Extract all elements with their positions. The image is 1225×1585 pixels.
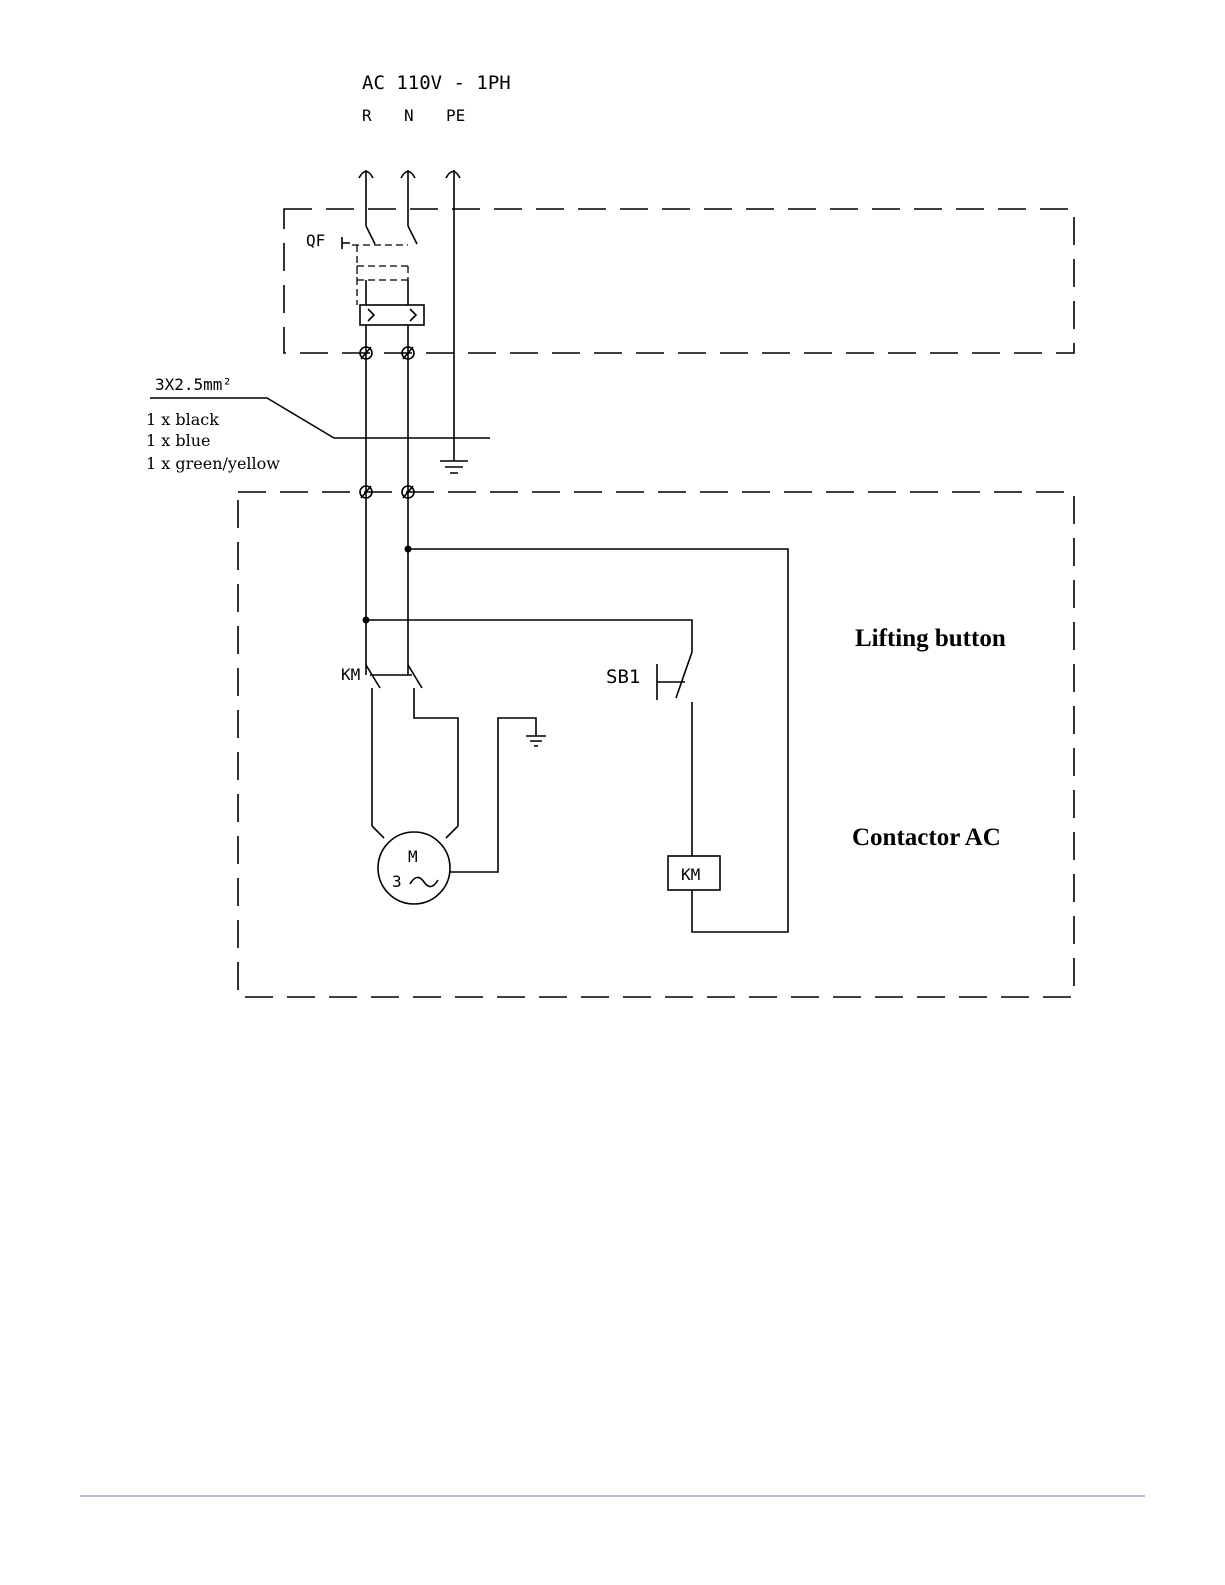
terminal-n: N bbox=[404, 106, 414, 125]
supply-title: AC 110V - 1PH bbox=[362, 72, 511, 94]
plug-sockets bbox=[359, 172, 460, 179]
contactor-coil: KM bbox=[668, 856, 720, 890]
conductor-green-yellow: 1 x green/yellow bbox=[146, 454, 280, 473]
button-label: SB1 bbox=[606, 666, 640, 688]
breaker-enclosure bbox=[284, 209, 1074, 353]
contactor-contacts-label: KM bbox=[341, 665, 360, 684]
motor-icon: M 3 bbox=[372, 718, 536, 904]
main-conductors bbox=[366, 170, 454, 675]
motor-phase-label: 3 bbox=[392, 872, 402, 891]
terminal-pe: PE bbox=[446, 106, 465, 125]
control-wiring bbox=[363, 546, 789, 933]
control-enclosure bbox=[238, 492, 1074, 997]
cable-spec: 3X2.5mm² bbox=[155, 375, 232, 394]
contactor-annotation: Contactor AC bbox=[852, 824, 1001, 851]
lifting-button-annotation: Lifting button bbox=[855, 625, 1006, 652]
pe-ground-icon bbox=[440, 440, 468, 473]
motor-ground-icon bbox=[526, 736, 546, 746]
conductor-blue: 1 x blue bbox=[146, 431, 211, 450]
motor-label: M bbox=[408, 847, 418, 866]
contactor-contacts: KM bbox=[341, 665, 458, 826]
coil-label: KM bbox=[681, 865, 700, 884]
terminal-r: R bbox=[362, 106, 372, 125]
terminal-blocks bbox=[360, 347, 414, 498]
breaker-label: QF bbox=[306, 231, 325, 250]
lifting-button-sb1: SB1 bbox=[606, 652, 692, 856]
conductor-black: 1 x black bbox=[146, 410, 219, 429]
breaker-qf: QF bbox=[306, 170, 424, 325]
